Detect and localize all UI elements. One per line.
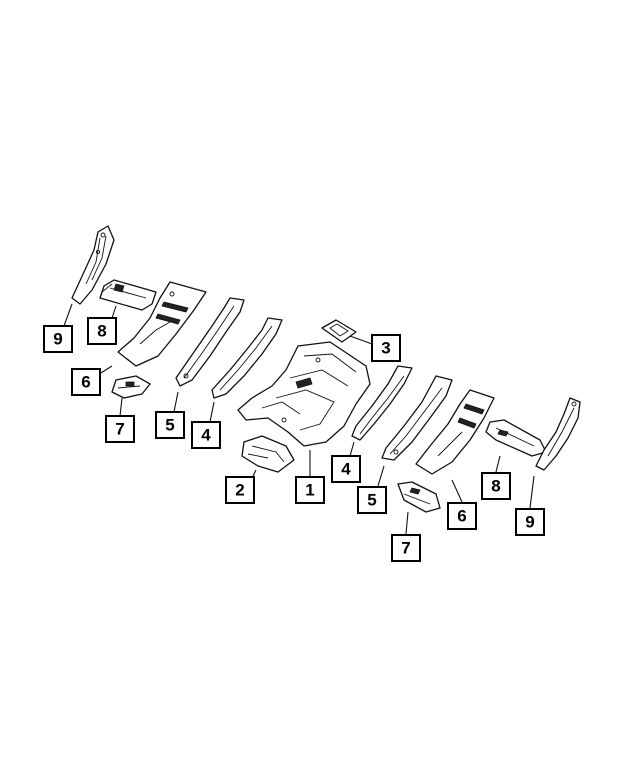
- callout-label: 7: [401, 539, 410, 558]
- callout-label: 2: [235, 481, 244, 500]
- callout-label: 4: [201, 426, 211, 445]
- callout-4-left: 4: [191, 421, 221, 449]
- part-8-left: [99, 279, 157, 311]
- part-5-right: [381, 375, 453, 461]
- callout-label: 7: [115, 420, 124, 439]
- part-6-left: [117, 281, 207, 367]
- callout-2: 2: [225, 476, 255, 504]
- callout-4-right: 4: [331, 455, 361, 483]
- callout-label: 5: [165, 416, 174, 435]
- callout-3: 3: [371, 334, 401, 362]
- callout-label: 6: [457, 507, 466, 526]
- callout-6-left: 6: [71, 368, 101, 396]
- callout-5-right: 5: [357, 486, 387, 514]
- callout-label: 9: [53, 330, 62, 349]
- callout-label: 4: [341, 460, 351, 479]
- callout-label: 8: [491, 477, 500, 496]
- part-2: [241, 435, 295, 473]
- callout-7-right: 7: [391, 534, 421, 562]
- part-7-right: [397, 481, 441, 513]
- callout-8-left: 8: [87, 317, 117, 345]
- callout-9-left: 9: [43, 325, 73, 353]
- part-4-right: [351, 365, 413, 441]
- callout-8-right: 8: [481, 472, 511, 500]
- part-3: [321, 319, 357, 343]
- part-6-right: [415, 389, 495, 475]
- part-8-right: [485, 419, 547, 457]
- callout-7-left: 7: [105, 415, 135, 443]
- callout-6-right: 6: [447, 502, 477, 530]
- leader-lines: [63, 303, 535, 535]
- part-4-left: [211, 317, 283, 399]
- callout-label: 6: [81, 373, 90, 392]
- part-1-floor-pan: [237, 341, 371, 447]
- callout-label: 9: [525, 513, 534, 532]
- part-9-left: [71, 225, 115, 305]
- callout-label: 5: [367, 491, 376, 510]
- part-5-left: [175, 297, 245, 387]
- callout-label: 1: [305, 481, 314, 500]
- callout-9-right: 9: [515, 508, 545, 536]
- callout-label: 8: [97, 322, 106, 341]
- callout-5-left: 5: [155, 411, 185, 439]
- callout-label: 3: [381, 339, 390, 358]
- callout-1: 1: [295, 476, 325, 504]
- part-9-right: [535, 397, 581, 471]
- part-7-left: [111, 375, 151, 399]
